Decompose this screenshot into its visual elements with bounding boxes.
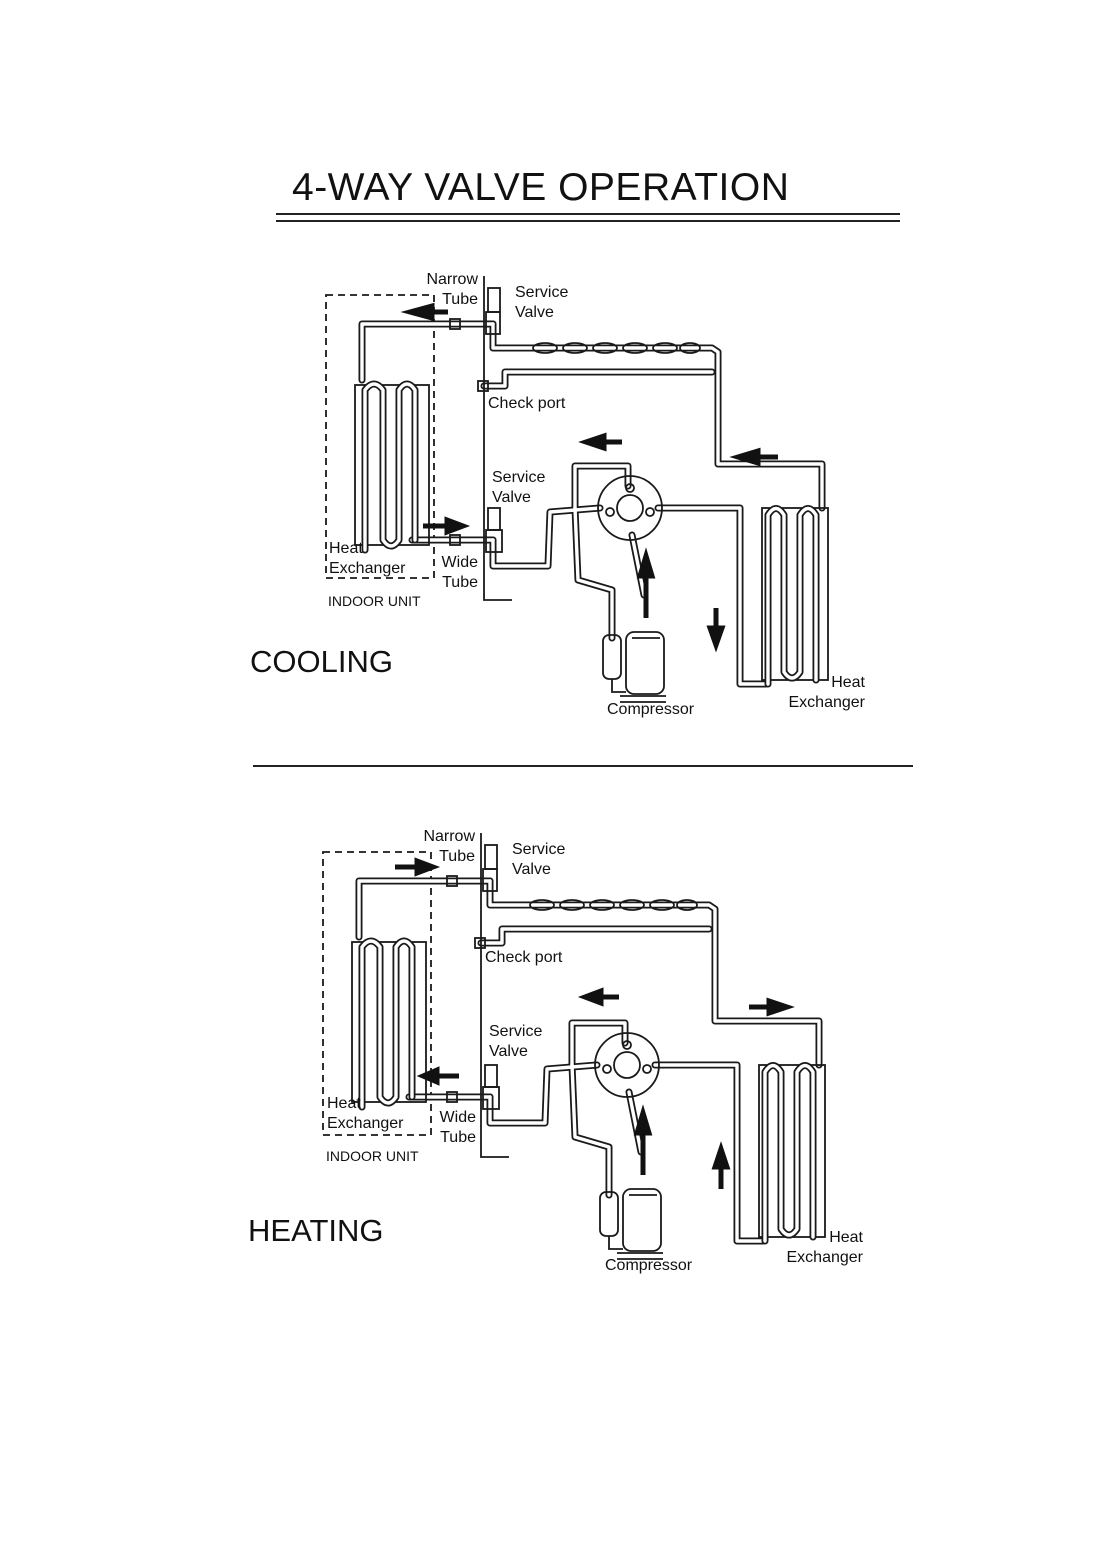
outdoor-heat-exchanger-coil <box>759 1065 825 1241</box>
compressor-label: Compressor <box>607 700 694 720</box>
mode-title-cooling: COOLING <box>250 644 393 680</box>
arrow-down-icon <box>710 608 722 645</box>
mode-title-heating: HEATING <box>248 1213 384 1249</box>
title-underline-top <box>276 213 900 215</box>
flow-arrows <box>410 306 778 645</box>
check-port-label: Check port <box>485 948 562 968</box>
title-underline-bottom <box>276 220 900 222</box>
outdoor-heat-exchanger-coil <box>762 508 828 684</box>
check-port-label: Check port <box>488 394 565 414</box>
compressor <box>600 1189 663 1259</box>
refrigerant-tubing <box>352 833 825 1259</box>
arrow-left-icon <box>585 991 619 1003</box>
indoor-unit-label: INDOOR UNIT <box>326 1146 419 1166</box>
arrow-up-icon <box>715 1149 727 1189</box>
indoor-heat-exchanger-coil <box>355 384 429 550</box>
indoor-heat-exchanger-coil <box>352 941 426 1107</box>
compressor <box>603 632 666 702</box>
compressor-label: Compressor <box>605 1256 692 1276</box>
page-title: 4-WAY VALVE OPERATION <box>292 166 789 210</box>
arrow-left-icon <box>586 436 622 448</box>
arrow-left-icon <box>423 1070 459 1082</box>
heating-circuit-diagram <box>0 797 1100 1357</box>
cooling-circuit-diagram <box>0 240 1100 800</box>
refrigerant-tubing <box>362 324 822 684</box>
arrow-right-icon <box>749 1001 787 1013</box>
indoor-unit-label: INDOOR UNIT <box>328 591 421 611</box>
